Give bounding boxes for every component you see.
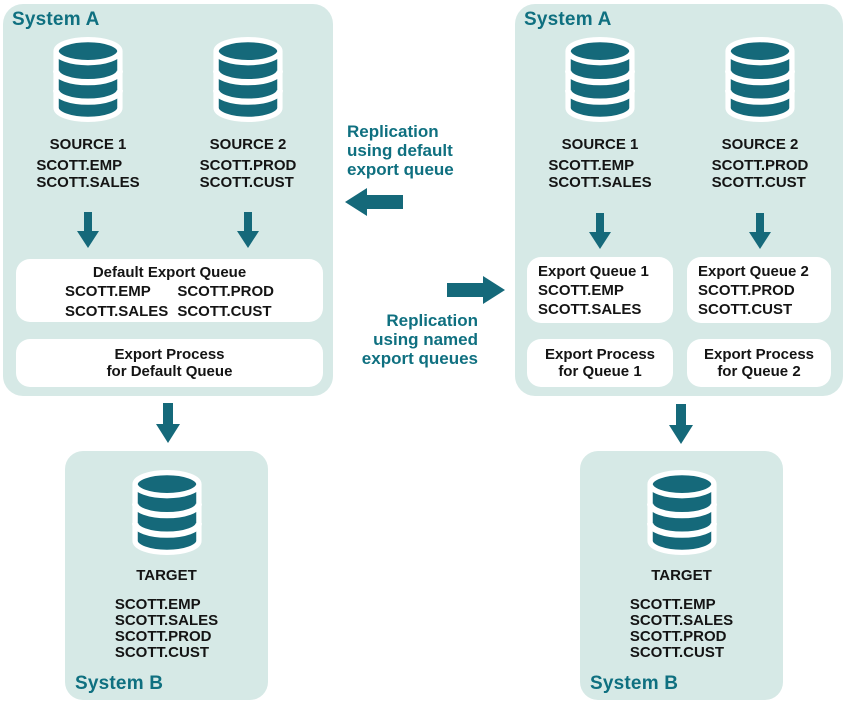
table-name: SCOTT.PROD — [114, 628, 212, 645]
panel-title: System B — [75, 673, 164, 694]
database-icon — [724, 36, 796, 123]
database-icon — [564, 36, 636, 123]
target-tables: SCOTT.EMP SCOTT.SALES SCOTT.PROD SCOTT.C… — [630, 597, 733, 661]
table-name: SCOTT.EMP — [629, 596, 716, 613]
table-name: SCOTT.EMP — [36, 157, 123, 174]
system-a-named-panel: System A SOURCE 1 SCOTT.EMP SCOTT.SALES — [515, 4, 843, 396]
export-queue-1-box: Export Queue 1 SCOTT.EMP SCOTT.SALES — [527, 257, 673, 323]
table-name: SCOTT.SALES — [36, 173, 140, 191]
source-tables: SCOTT.EMP SCOTT.SALES — [36, 157, 140, 191]
process-line: for Default Queue — [106, 363, 233, 380]
table-name: SCOTT.CUST — [114, 644, 209, 661]
export-process-1-box: Export Process for Queue 1 — [527, 339, 673, 387]
queue-box-tables: SCOTT.EMP SCOTT.SALES SCOTT.PROD SCOTT.C… — [16, 282, 323, 322]
source-1-group: SOURCE 1 SCOTT.EMP SCOTT.SALES — [25, 36, 151, 191]
process-line: Export Process — [544, 346, 656, 363]
queue-box-title: Default Export Queue — [92, 264, 247, 281]
export-process-box: Export Process for Default Queue — [16, 339, 323, 387]
table-name: SCOTT.SALES — [64, 303, 169, 320]
table-name: SCOTT.CUST — [711, 173, 806, 191]
export-process-2-box: Export Process for Queue 2 — [687, 339, 831, 387]
table-name: SCOTT.SALES — [538, 301, 642, 318]
table-name: SCOTT.PROD — [177, 283, 275, 300]
source-tables: SCOTT.PROD SCOTT.CUST — [199, 157, 297, 191]
source-label: SOURCE 2 — [721, 136, 799, 153]
arrow-down-icon — [589, 213, 611, 249]
table-name: SCOTT.PROD — [698, 282, 795, 299]
source-label: SOURCE 2 — [209, 136, 287, 153]
table-name: SCOTT.PROD — [199, 157, 297, 174]
arrow-right-icon — [447, 276, 505, 304]
default-export-queue-box: Default Export Queue SCOTT.EMP SCOTT.SAL… — [16, 259, 323, 322]
table-name: SCOTT.SALES — [548, 173, 652, 191]
table-name: SCOTT.SALES — [629, 612, 734, 629]
table-name: SCOTT.EMP — [64, 283, 151, 300]
table-name: SCOTT.EMP — [548, 157, 635, 174]
process-line: Export Process — [114, 346, 225, 363]
table-name: SCOTT.CUST — [629, 644, 724, 661]
target-label: TARGET — [136, 567, 197, 584]
arrow-down-icon — [669, 404, 693, 444]
database-icon — [131, 469, 202, 556]
database-icon — [52, 36, 124, 123]
table-name: SCOTT.SALES — [114, 612, 219, 629]
source-2-group: SOURCE 2 SCOTT.PROD SCOTT.CUST — [697, 36, 823, 191]
system-b-named-panel: TARGET SCOTT.EMP SCOTT.SALES SCOTT.PROD … — [580, 451, 783, 700]
system-a-default-panel: System A SOURCE 1 SCOTT.EMP SCOTT.SALES — [3, 4, 333, 396]
process-line: for Queue 2 — [717, 363, 801, 380]
arrow-down-icon — [749, 213, 771, 249]
arrow-down-icon — [77, 212, 99, 248]
queue-box-title: Export Queue 1 — [538, 263, 649, 280]
source-tables: SCOTT.PROD SCOTT.CUST — [711, 157, 809, 191]
source-2-group: SOURCE 2 SCOTT.PROD SCOTT.CUST — [185, 36, 311, 191]
database-icon — [212, 36, 284, 123]
system-b-default-panel: TARGET SCOTT.EMP SCOTT.SALES SCOTT.PROD … — [65, 451, 268, 700]
source-1-group: SOURCE 1 SCOTT.EMP SCOTT.SALES — [537, 36, 663, 191]
export-queue-2-box: Export Queue 2 SCOTT.PROD SCOTT.CUST — [687, 257, 831, 323]
arrow-down-icon — [156, 403, 180, 443]
replication-named-label: Replication using named export queues — [361, 311, 478, 368]
source-tables: SCOTT.EMP SCOTT.SALES — [548, 157, 652, 191]
panel-title: System A — [524, 9, 612, 30]
arrow-left-icon — [345, 188, 403, 216]
table-name: SCOTT.EMP — [114, 596, 201, 613]
replication-default-label: Replication using default export queue — [347, 122, 454, 179]
process-line: for Queue 1 — [558, 363, 642, 380]
source-label: SOURCE 1 — [49, 136, 127, 153]
panel-title: System B — [590, 673, 679, 694]
source-label: SOURCE 1 — [561, 136, 639, 153]
table-name: SCOTT.EMP — [538, 282, 624, 299]
panel-title: System A — [12, 9, 100, 30]
table-name: SCOTT.PROD — [629, 628, 727, 645]
table-name: SCOTT.PROD — [711, 157, 809, 174]
table-name: SCOTT.CUST — [177, 303, 272, 320]
queue-box-title: Export Queue 2 — [698, 263, 809, 280]
arrow-down-icon — [237, 212, 259, 248]
process-line: Export Process — [703, 346, 815, 363]
target-tables: SCOTT.EMP SCOTT.SALES SCOTT.PROD SCOTT.C… — [115, 597, 218, 661]
table-name: SCOTT.CUST — [199, 173, 294, 191]
database-icon — [646, 469, 717, 556]
table-name: SCOTT.CUST — [698, 301, 793, 318]
target-label: TARGET — [651, 567, 712, 584]
